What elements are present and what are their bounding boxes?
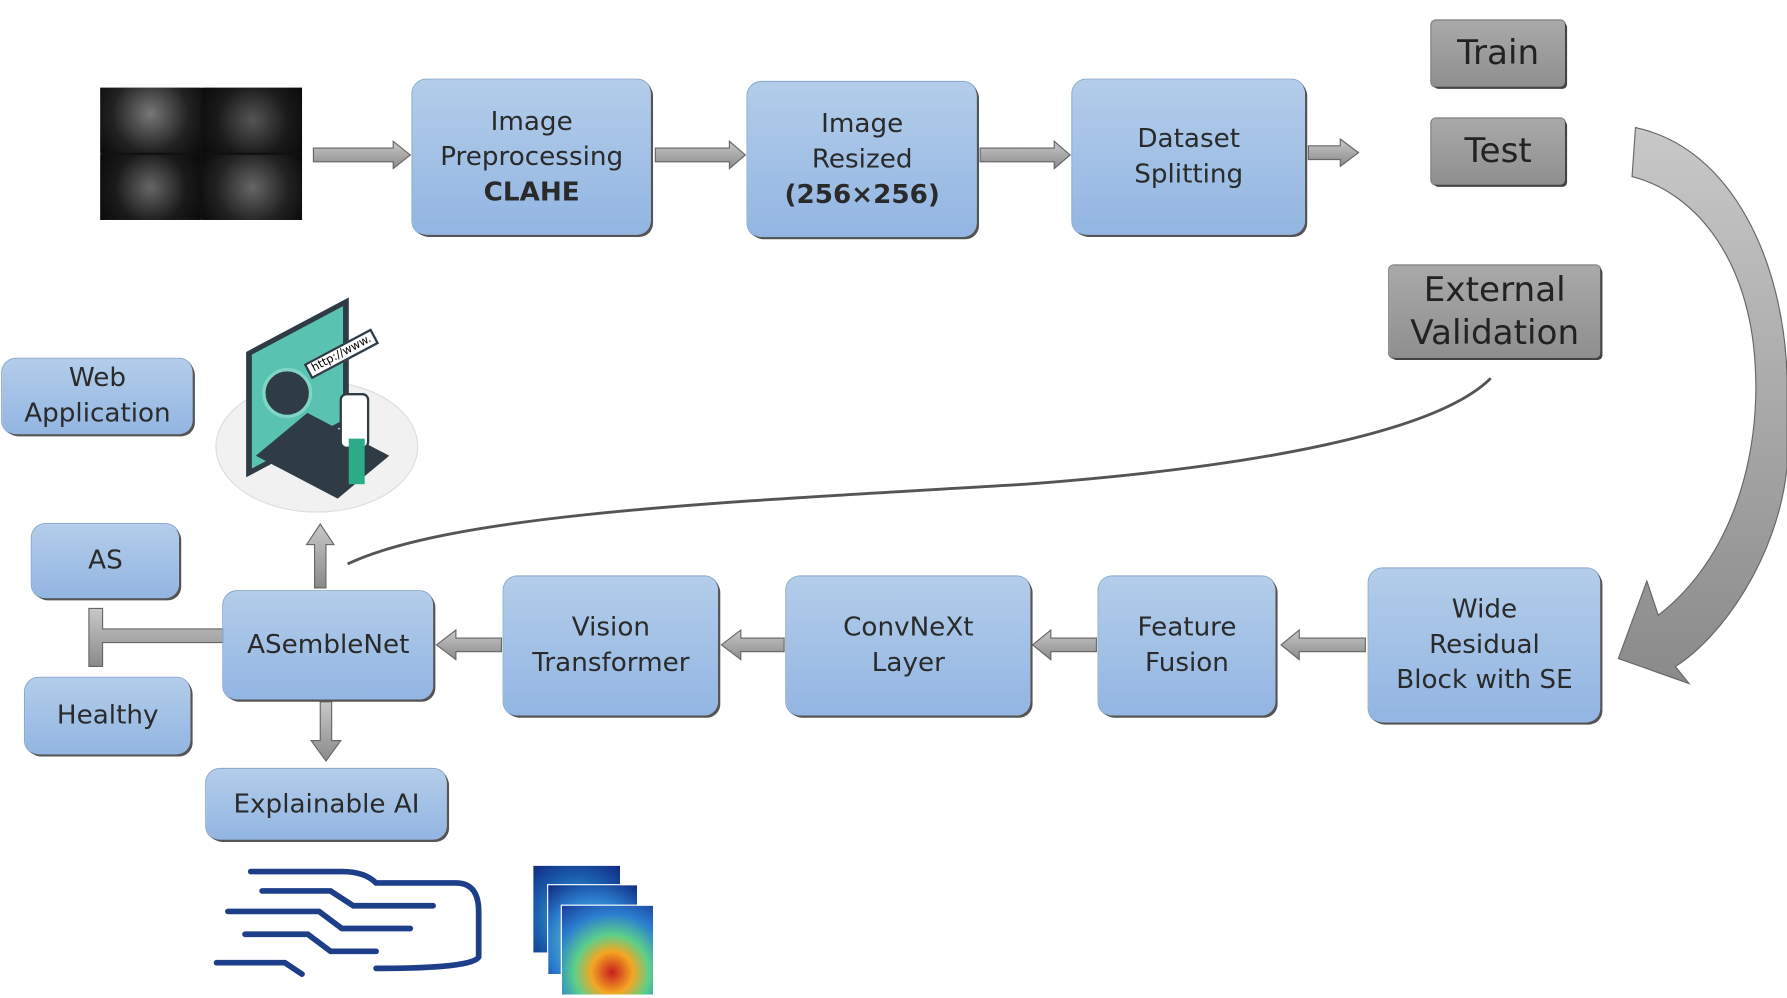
label: Image bbox=[821, 108, 904, 139]
globe-icon bbox=[262, 367, 313, 419]
arrow-asemblenet-down bbox=[310, 701, 342, 763]
explainable-ai-box: Explainable AI bbox=[206, 769, 447, 840]
label: Block with SE bbox=[1396, 665, 1573, 695]
asemblenet-box: ASembleNet bbox=[223, 591, 434, 700]
label: Transformer bbox=[532, 648, 690, 678]
label: Dataset bbox=[1137, 124, 1241, 154]
label: Application bbox=[24, 398, 171, 429]
arrow-asemblenet-up bbox=[305, 523, 335, 589]
feature-fusion-box: Feature Fusion bbox=[1098, 576, 1276, 716]
arrow-splitting-to-sets bbox=[1307, 137, 1360, 168]
wide-residual-block-box: Wide Residual Block with SE bbox=[1368, 568, 1601, 723]
test-box: Test bbox=[1431, 118, 1565, 185]
web-app-illustration: http://www. bbox=[214, 297, 419, 514]
heatmap-stack bbox=[533, 865, 655, 996]
arrow-wrb-to-fusion bbox=[1280, 628, 1366, 661]
label: Web bbox=[68, 363, 127, 394]
label: Preprocessing bbox=[440, 141, 624, 172]
label: (256×256) bbox=[784, 179, 940, 210]
external-validation-box: External Validation bbox=[1389, 265, 1601, 358]
arrow-preprocessing-to-resized bbox=[654, 140, 747, 170]
train-box: Train bbox=[1431, 20, 1565, 87]
label: ConvNeXt bbox=[843, 612, 974, 643]
label: Feature bbox=[1137, 612, 1237, 643]
label: Resized bbox=[811, 144, 913, 174]
healthy-class-box: Healthy bbox=[25, 677, 191, 755]
convnext-layer-box: ConvNeXt Layer bbox=[786, 576, 1031, 716]
label: Image bbox=[490, 106, 573, 137]
arrow-mri-to-preprocessing bbox=[312, 140, 412, 170]
label: External bbox=[1423, 269, 1566, 310]
image-resized-box: Image Resized (256×256) bbox=[747, 82, 977, 237]
label: Explainable AI bbox=[233, 788, 420, 819]
label: Vision bbox=[571, 612, 650, 643]
label: Validation bbox=[1410, 312, 1580, 353]
label: Healthy bbox=[56, 700, 159, 731]
label: Train bbox=[1457, 33, 1540, 73]
label: Layer bbox=[871, 648, 945, 678]
curved-arrow-to-wrb bbox=[1617, 126, 1787, 685]
external-validation-line bbox=[346, 377, 1492, 566]
label: ASembleNet bbox=[247, 630, 410, 660]
arrow-vit-to-asemblenet bbox=[435, 628, 503, 661]
label: Test bbox=[1464, 131, 1532, 171]
label: Splitting bbox=[1134, 159, 1244, 190]
label: Fusion bbox=[1145, 648, 1229, 678]
arrow-fusion-to-convnext bbox=[1031, 628, 1097, 661]
image-preprocessing-box: Image Preprocessing CLAHE bbox=[412, 79, 651, 235]
web-application-box: Web Application bbox=[2, 358, 193, 435]
label: AS bbox=[88, 545, 123, 576]
mri-image-grid bbox=[100, 87, 303, 220]
dataset-splitting-box: Dataset Splitting bbox=[1072, 79, 1305, 235]
label: Wide bbox=[1451, 594, 1518, 625]
as-class-box: AS bbox=[31, 524, 179, 599]
arrow-convnext-to-vit bbox=[720, 628, 785, 661]
arrow-resized-to-splitting bbox=[979, 140, 1072, 170]
vision-transformer-box: Vision Transformer bbox=[503, 576, 719, 716]
arrow-asemblenet-to-classes bbox=[88, 607, 224, 668]
label: Residual bbox=[1429, 630, 1540, 660]
label: CLAHE bbox=[483, 177, 580, 207]
